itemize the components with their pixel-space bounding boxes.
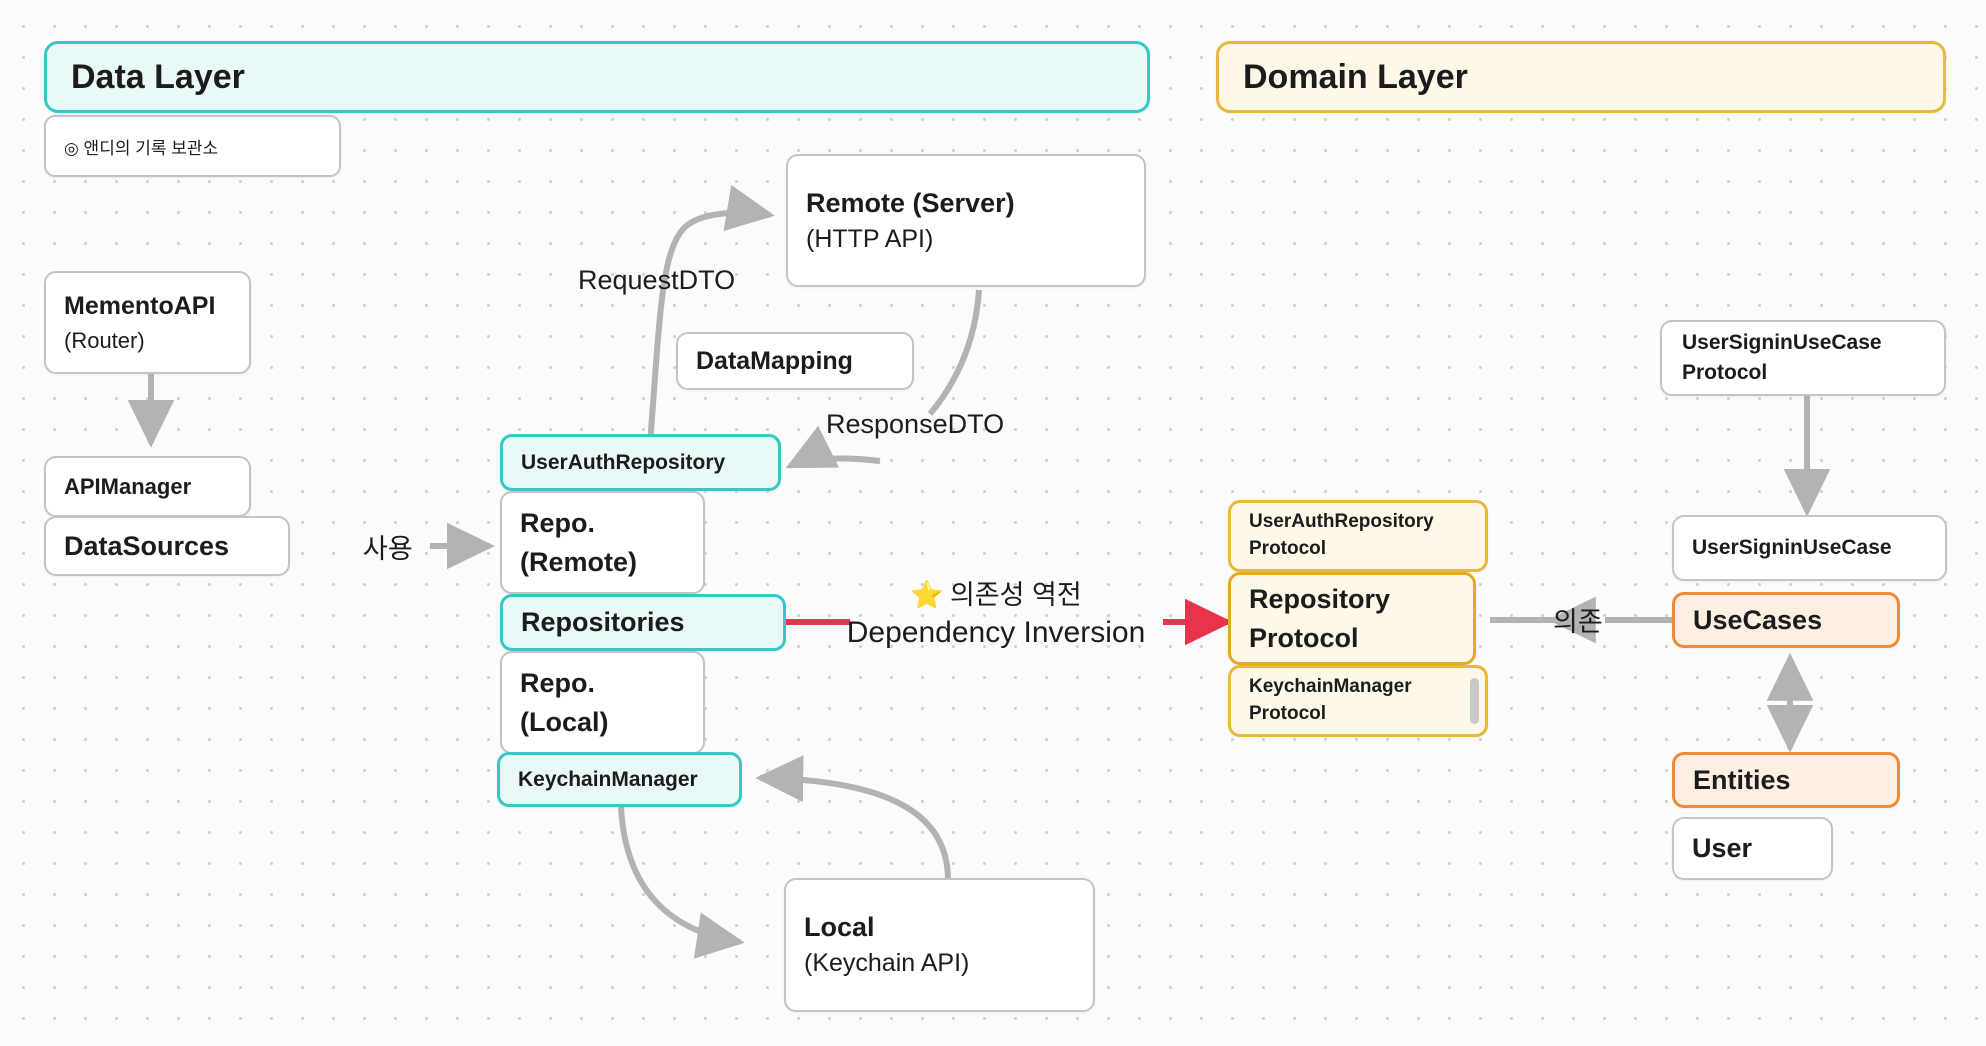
repository-protocol-line1: Repository [1249,584,1391,615]
protocol-scrollbar[interactable] [1470,678,1479,724]
domain-layer-title: Domain Layer [1243,57,1468,96]
credit-text: ◎ 앤디의 기록 보관소 [64,138,219,158]
dependency-inversion-ko: 의존성 역전 [949,580,1082,610]
memento-api-subtitle: (Router) [64,327,145,353]
repository-protocol-node[interactable]: Repository Protocol [1228,572,1476,665]
user-auth-repository-protocol-line2: Protocol [1249,538,1327,559]
repositories-label: Repositories [521,607,685,637]
repo-local-node[interactable]: Repo. (Local) [500,651,705,754]
remote-server-line2: (HTTP API) [806,224,934,253]
user-signin-usecase-protocol-line2: Protocol [1682,361,1768,384]
repo-local-line1: Repo. [520,668,596,699]
data-mapping-node[interactable]: DataMapping [676,332,914,390]
keychain-manager-protocol-node[interactable]: KeychainManager Protocol [1228,665,1488,737]
data-mapping-label: DataMapping [696,346,853,375]
user-signin-usecase-node[interactable]: UserSigninUseCase [1672,515,1947,581]
user-auth-repository-node[interactable]: UserAuthRepository [500,434,781,491]
dependency-inversion-label: ⭐의존성 역전 Dependency Inversion [836,578,1156,652]
repo-remote-line1: Repo. [520,508,596,539]
memento-api-node[interactable]: MementoAPI (Router) [44,271,251,374]
user-signin-usecase-protocol-line1: UserSigninUseCase [1682,331,1882,355]
remote-server-node[interactable]: Remote (Server) (HTTP API) [786,154,1146,287]
api-manager-label: APIManager [64,473,192,499]
domain-layer-header: Domain Layer [1216,41,1946,113]
memento-api-title: MementoAPI [64,292,216,321]
response-dto-label: ResponseDTO [826,409,1005,439]
local-keychain-node[interactable]: Local (Keychain API) [784,878,1095,1012]
repo-remote-node[interactable]: Repo. (Remote) [500,491,705,594]
credit-note: ◎ 앤디의 기록 보관소 [44,115,341,177]
dependency-label: 의존 [1553,607,1603,637]
data-layer-header: Data Layer [44,41,1150,113]
request-dto-label: RequestDTO [578,265,736,295]
user-signin-usecase-label: UserSigninUseCase [1692,536,1892,559]
repo-local-line2: (Local) [520,706,609,737]
dependency-inversion-en: Dependency Inversion [846,616,1146,650]
keychain-manager-protocol-line2: Protocol [1249,703,1327,724]
usecases-label: UseCases [1693,604,1823,635]
keychain-manager-label: KeychainManager [518,767,698,791]
repository-protocol-line2: Protocol [1249,622,1359,653]
keychain-manager-node[interactable]: KeychainManager [497,752,742,807]
repositories-node[interactable]: Repositories [500,594,786,651]
local-line2: (Keychain API) [804,949,970,978]
repo-remote-line2: (Remote) [520,546,638,577]
user-signin-usecase-protocol-node[interactable]: UserSigninUseCase Protocol [1660,320,1946,396]
user-auth-repository-label: UserAuthRepository [521,450,726,474]
data-layer-title: Data Layer [71,57,245,96]
user-entity-label: User [1692,833,1753,863]
data-sources-node[interactable]: DataSources [44,516,290,576]
user-auth-repository-protocol-node[interactable]: UserAuthRepository Protocol [1228,500,1488,572]
user-entity-node[interactable]: User [1672,817,1833,880]
usage-label: 사용 [363,534,413,564]
remote-server-line1: Remote (Server) [806,187,1015,218]
usecases-node[interactable]: UseCases [1672,592,1900,648]
user-auth-repository-protocol-line1: UserAuthRepository [1249,511,1434,533]
api-manager-node[interactable]: APIManager [44,456,251,517]
entities-label: Entities [1693,764,1791,795]
local-line1: Local [804,912,875,943]
star-icon: ⭐ [910,580,944,610]
entities-node[interactable]: Entities [1672,752,1900,808]
data-sources-label: DataSources [64,530,230,561]
keychain-manager-protocol-line1: KeychainManager [1249,676,1412,698]
